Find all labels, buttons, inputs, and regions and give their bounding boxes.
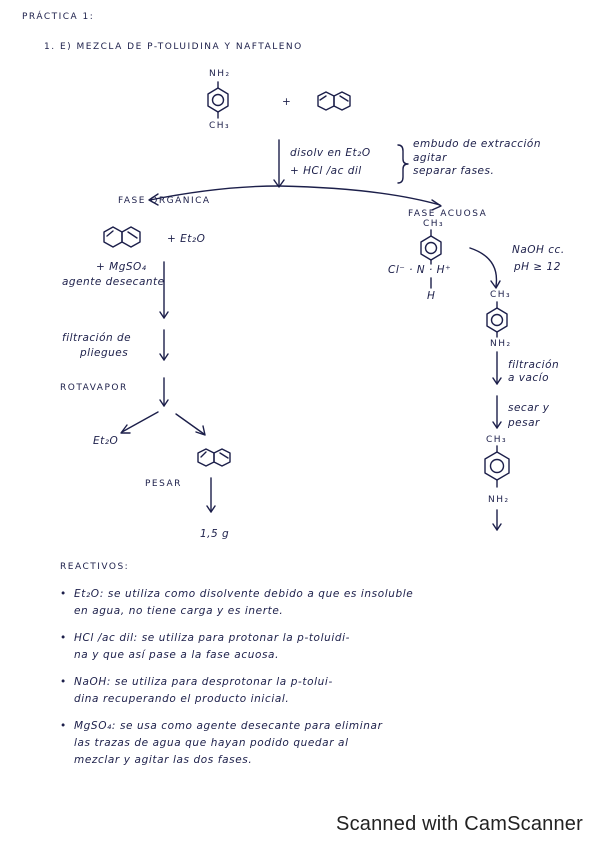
- reactivo-et2o: Et₂O: se utiliza como disolvente debido …: [60, 586, 580, 620]
- pesar-aq-label: pesar: [508, 417, 540, 429]
- nh2-mid-label: NH₂: [490, 339, 512, 349]
- reactivo-hcl: HCl /ac dil: se utiliza para protonar la…: [60, 630, 580, 664]
- naphthalene-product: [197, 448, 231, 467]
- p-toluidine-ring-mid: [486, 301, 508, 338]
- mgso4-label: + MgSO₄: [96, 261, 147, 273]
- nh2-top-label: NH₂: [209, 69, 231, 79]
- rotavapor-label: ROTAVAPOR: [60, 383, 128, 393]
- pliegues-label: pliegues: [80, 347, 129, 359]
- plus-et2o-label: + Et₂O: [167, 233, 206, 245]
- salt-charge-label: Cl⁻ · N · H⁺: [388, 264, 452, 276]
- fase-acuosa-label: FASE ACUOSA: [408, 209, 488, 219]
- ph-label: pH ≥ 12: [514, 261, 561, 273]
- agitar-label: agitar: [413, 152, 447, 164]
- ch3-bottom-label: CH₃: [486, 435, 508, 445]
- embudo-label: embudo de extracción: [413, 138, 541, 150]
- ch3-mid-label: CH₃: [490, 290, 512, 300]
- p-toluidine-ring-bottom: [484, 445, 510, 488]
- nh2-bottom-label: NH₂: [488, 495, 510, 505]
- reactivo-naoh: NaOH: se utiliza para desprotonar la p-t…: [60, 674, 580, 708]
- ch3-top-label: CH₃: [209, 121, 231, 131]
- reactivos-title: REACTIVOS:: [60, 562, 130, 572]
- pesar-label: PESAR: [145, 479, 182, 489]
- separar-label: separar fases.: [413, 165, 495, 177]
- step-dissolve-label: disolv en Et₂O: [290, 147, 371, 159]
- reactivos-section: REACTIVOS: Et₂O: se utiliza como disolve…: [60, 562, 580, 779]
- naoh-label: NaOH cc.: [512, 244, 565, 256]
- camscanner-watermark: Scanned with CamScanner: [336, 813, 583, 835]
- fase-organica-label: FASE ORGÁNICA: [118, 196, 211, 206]
- naphthalene-organic: [103, 226, 141, 248]
- et2o-recovered-label: Et₂O: [93, 435, 119, 447]
- mass-result: 1,5 g: [200, 528, 230, 540]
- step-hcl-label: + HCl /ac dil: [290, 165, 362, 177]
- plus-sign: +: [282, 96, 292, 108]
- secar-label: secar y: [508, 402, 550, 414]
- salt-h-label: H: [427, 290, 436, 302]
- p-toluidine-ring-top: [207, 81, 229, 119]
- reactivos-list: Et₂O: se utiliza como disolvente debido …: [60, 586, 580, 769]
- ch3-salt-label: CH₃: [423, 219, 445, 229]
- practica-title: PRÁCTICA 1:: [22, 12, 95, 22]
- filtracion-pliegues-label: filtración de: [62, 332, 132, 344]
- agente-desecante-label: agente desecante: [62, 276, 165, 288]
- exercise-heading: 1. E) MEZCLA DE P-TOLUIDINA Y NAFTALENO: [44, 42, 303, 52]
- naphthalene-top: [317, 91, 351, 111]
- a-vacio-label: a vacío: [508, 372, 550, 384]
- toluidinium-ring: [420, 229, 442, 289]
- reactivo-mgso4: MgSO₄: se usa como agente desecante para…: [60, 718, 580, 769]
- filtracion-vacio-label: filtración: [508, 359, 560, 371]
